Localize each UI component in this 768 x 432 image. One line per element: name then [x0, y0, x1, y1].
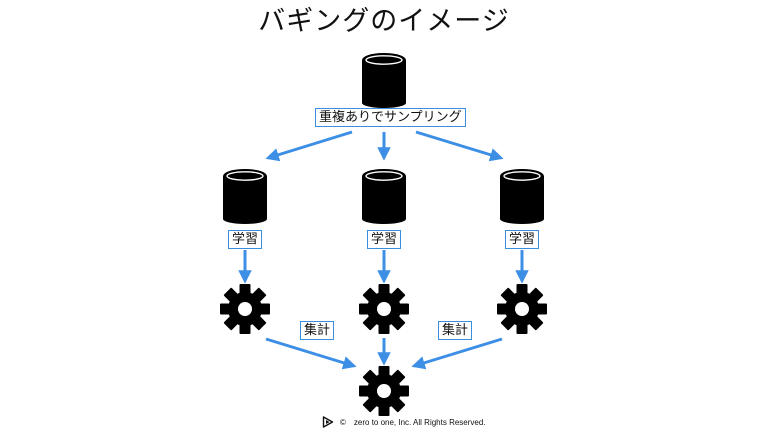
- model-gear-icon-left: [220, 284, 270, 334]
- footer: © zero to one, Inc. All Rights Reserved.: [322, 414, 486, 430]
- sample-database-icon-center: [361, 168, 407, 225]
- sample-database-icon-left: [222, 168, 268, 225]
- arrow-sample-left: [265, 130, 353, 162]
- aggregate-label-left: 集計: [300, 321, 335, 340]
- train-label-right: 学習: [505, 230, 540, 249]
- arrow-aggregate-left: [265, 337, 357, 370]
- source-database-icon: [361, 52, 407, 109]
- train-label-center: 学習: [367, 230, 402, 249]
- model-gear-icon-right: [497, 284, 547, 334]
- aggregate-label-right: 集計: [438, 321, 473, 340]
- play-triangle-logo-icon: [322, 416, 334, 428]
- page-title: バギングのイメージ: [258, 6, 510, 37]
- train-label-left: 学習: [228, 230, 263, 249]
- arrow-aggregate-right: [411, 337, 503, 370]
- sample-database-icon-right: [499, 168, 545, 225]
- model-gear-icon-center: [359, 284, 409, 334]
- ensemble-gear-icon: [359, 366, 409, 416]
- copyright-symbol: ©: [340, 417, 346, 427]
- arrow-sample-right: [415, 130, 504, 162]
- sampling-label: 重複ありでサンプリング: [315, 108, 466, 127]
- copyright-text: zero to one, Inc. All Rights Reserved.: [353, 417, 486, 427]
